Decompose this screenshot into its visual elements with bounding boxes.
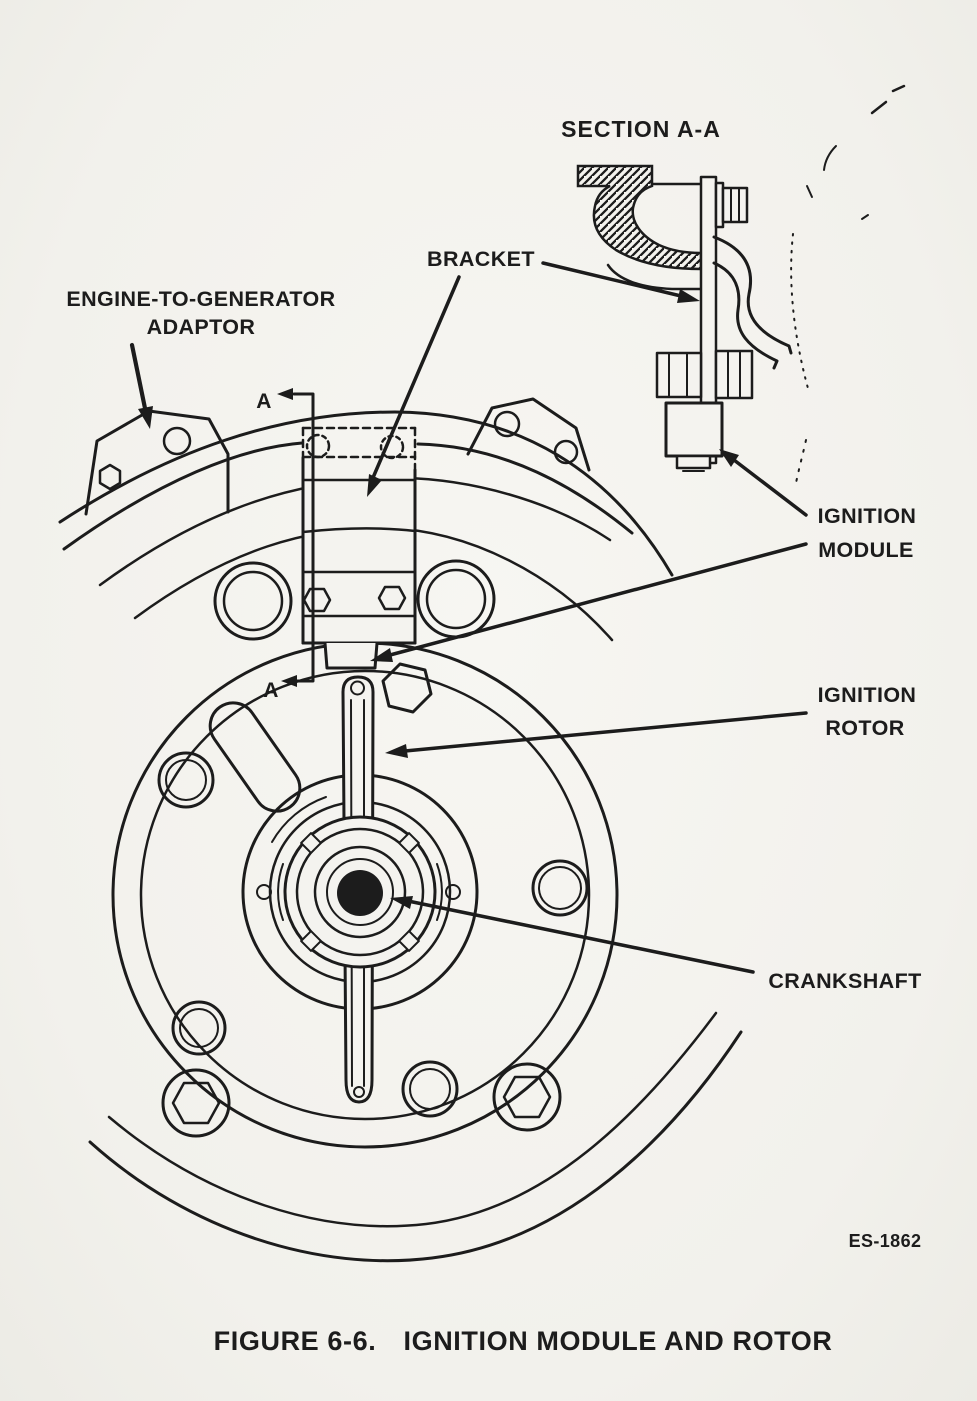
ear-hole [493, 410, 521, 438]
ignition-module-label-line2: MODULE [818, 538, 914, 562]
figure-caption-title: IGNITION MODULE AND ROTOR [404, 1326, 833, 1356]
figure-caption-prefix: FIGURE 6-6. [214, 1326, 377, 1356]
engine-adaptor-label-line1: ENGINE-TO-GENERATOR [66, 287, 335, 311]
section-cut-letter-bottom: A [263, 679, 279, 702]
housing-bottom-arcs [88, 1011, 743, 1263]
ear-hole [98, 463, 122, 491]
adaptor-right-ear [466, 397, 591, 472]
bracket-bolt [302, 587, 332, 613]
section-cut-arrow-bottom [281, 675, 297, 687]
section-top-bolt [714, 181, 749, 229]
ear-hole [553, 439, 579, 465]
ignition-wire [712, 235, 793, 370]
section-cut-arrow-top [277, 388, 293, 400]
ignition-rotor-label-line1: IGNITION [818, 683, 917, 707]
section-mid-nut [655, 349, 754, 400]
flywheel-hex-bolt [381, 662, 433, 714]
casting-cross-section [576, 164, 703, 271]
section-aa-view [576, 164, 793, 472]
scan-artifacts [790, 84, 906, 489]
ear-hole [162, 426, 192, 456]
hub-center-assembly [283, 815, 437, 969]
callout-arrows [129, 261, 808, 974]
bracket-label: BRACKET [427, 247, 535, 271]
rotor-bottom-pin [353, 1086, 365, 1098]
drawing-number: ES-1862 [849, 1231, 922, 1251]
rotor-top-pin [350, 680, 365, 696]
bracket-bolt [377, 585, 407, 611]
crankshaft-end [337, 870, 383, 916]
crankshaft-label: CRANKSHAFT [768, 969, 921, 993]
engine-adaptor-label-line2: ADAPTOR [147, 315, 256, 339]
section-title: SECTION A-A [561, 116, 721, 142]
flywheel-slot [208, 701, 302, 813]
ignition-rotor-label-line2: ROTOR [825, 716, 904, 740]
ignition-module-label-line1: IGNITION [818, 504, 917, 528]
bracket-main-view [301, 426, 417, 670]
ignition-module-section [664, 401, 724, 472]
section-cut-letter-top: A [256, 390, 272, 413]
flywheel-bolt-holes [157, 662, 589, 1138]
adaptor-left-ear [84, 409, 230, 516]
section-cut-line [277, 388, 315, 687]
